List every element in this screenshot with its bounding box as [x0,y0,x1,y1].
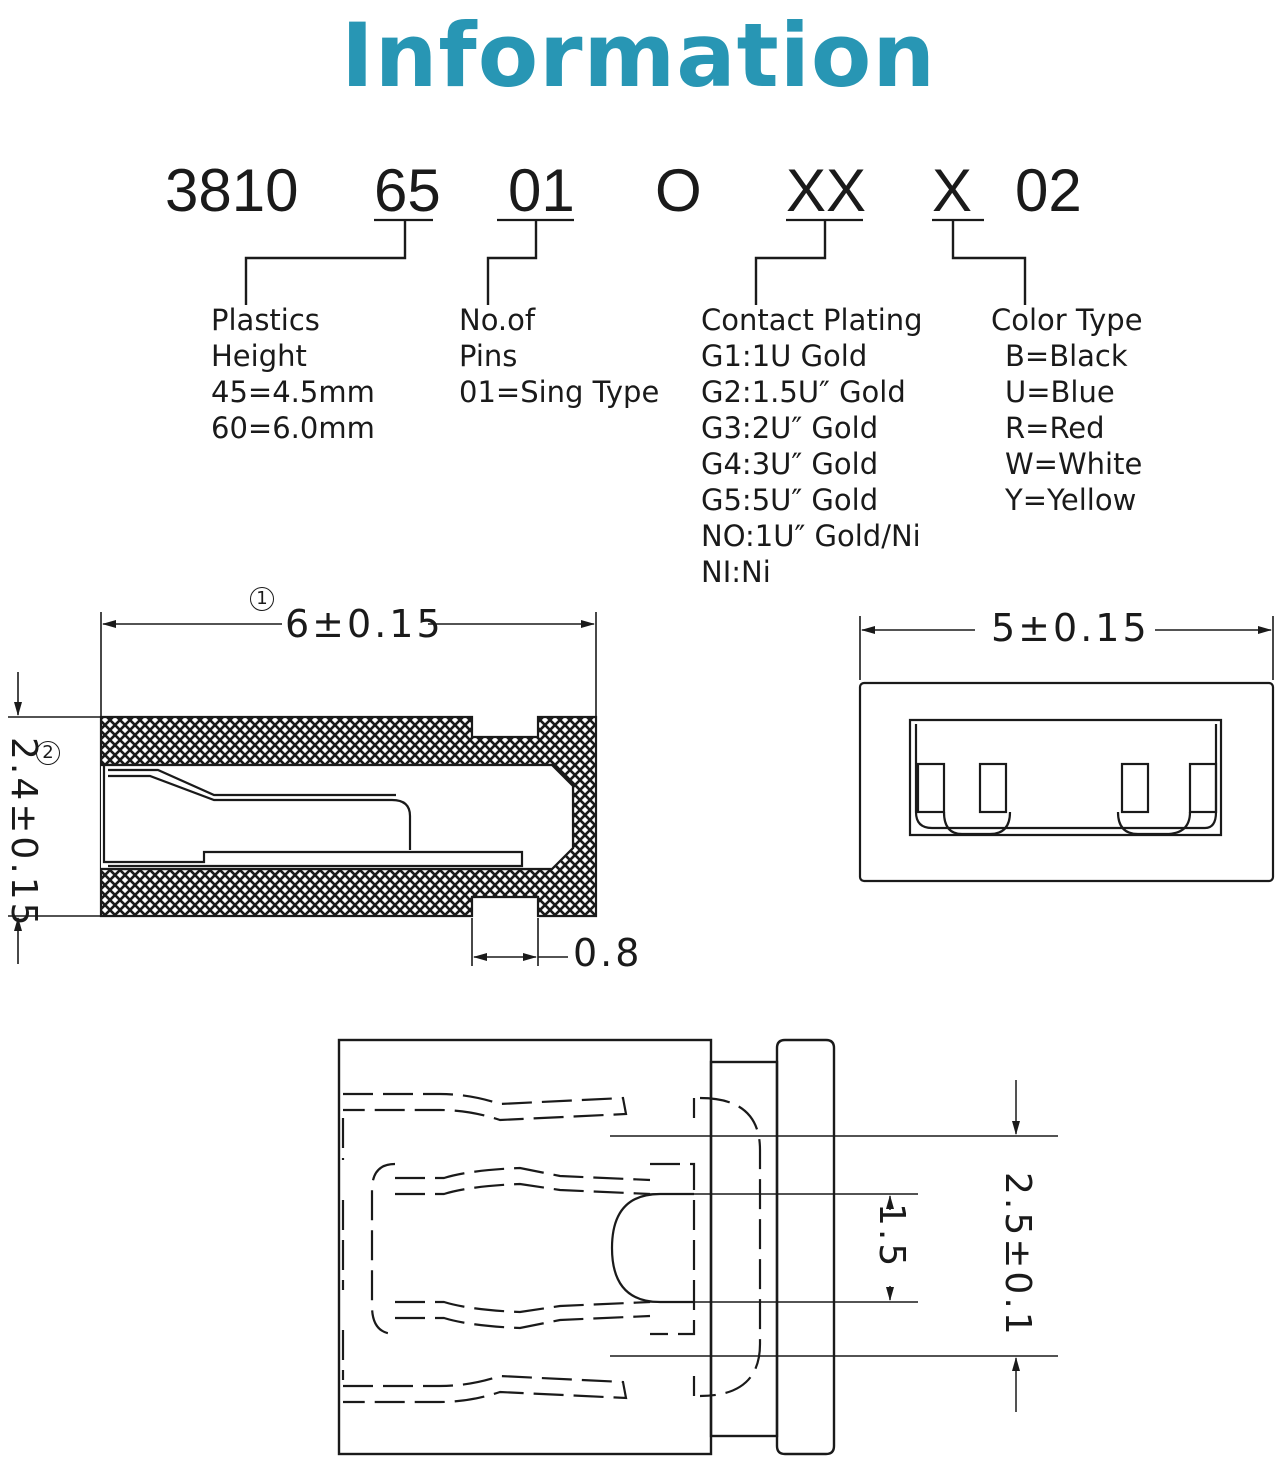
legend-pins: No.of Pins 01=Sing Type [459,302,659,410]
legend-line: R=Red [1005,411,1105,445]
legend-line: Y=Yellow [1005,483,1137,517]
dimension-top-span: 2.5±0.1 [997,1172,1038,1338]
dimension-side-height-wrap: 2.4±0.15 [1,737,45,929]
legend-line: 45=4.5mm [211,375,375,409]
legend-line: G2:1.5U″ Gold [701,375,906,409]
legend-line: NI:Ni [701,555,771,589]
legend-line: 01=Sing Type [459,375,660,409]
code-suffix: 02 [1015,157,1082,224]
legend-line: 60=6.0mm [211,411,375,445]
side-contact-spring [102,765,524,868]
legend-line: G1:1U Gold [701,339,868,373]
legend-line: No.of [459,303,536,337]
leader-lines [244,220,1027,305]
legend-line: Contact Plating [701,303,923,337]
legend-line: Height [211,339,307,373]
dimension-side-height: 2.4±0.15 [3,737,44,929]
top-view [337,1038,1058,1456]
page-title: Information [341,4,936,107]
legend-contact-plating: Contact Plating G1:1U Gold G2:1.5U″ Gold… [701,302,923,590]
code-base: 3810 [165,157,299,224]
legend-line: G4:3U″ Gold [701,447,879,481]
dimension-top-pitch-wrap: 1.5 [869,1203,913,1293]
legend-line: Pins [459,339,518,373]
side-section-view [8,612,598,966]
dimension-marker-1: 1 [250,587,274,611]
dimension-marker-2: 2 [36,741,60,765]
legend-line: W=White [1005,447,1143,481]
code-pins: 01 [508,157,575,224]
dimension-top-pitch: 1.5 [871,1203,912,1270]
legend-plastics-height: Plastics Height 45=4.5mm 60=6.0mm [211,302,375,446]
dimension-top-span-wrap: 2.5±0.1 [995,1172,1039,1338]
legend-line: B=Black [1005,339,1128,373]
legend-color-type: Color Type B=Black U=Blue R=Red W=White … [991,302,1143,518]
code-color: X [932,157,973,224]
code-letter-o: O [655,157,702,224]
legend-line: G5:5U″ Gold [701,483,879,517]
code-height: 65 [374,157,441,224]
legend-line: Plastics [211,303,320,337]
dimension-front-width: 5±0.15 [991,606,1150,650]
legend-line: G3:2U″ Gold [701,411,879,445]
legend-line: NO:1U″ Gold/Ni [701,519,921,553]
dimension-side-width: 6±0.15 [285,602,444,646]
legend-heading: Color Type [991,303,1143,337]
front-view [858,616,1275,883]
dimension-slot-width: 0.8 [573,931,643,975]
legend-line: U=Blue [1005,375,1115,409]
code-plating: XX [786,157,867,224]
